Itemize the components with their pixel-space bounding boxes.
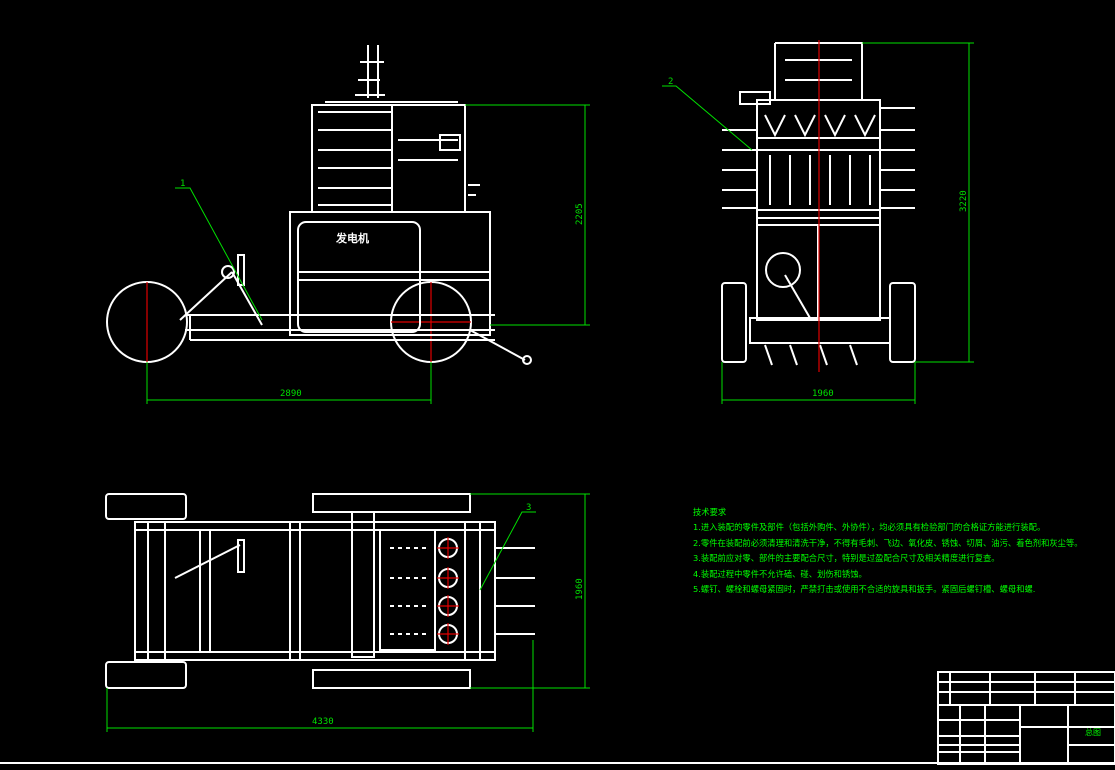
dim-front-width: 1960: [812, 389, 834, 399]
title-block: 总图: [937, 671, 1115, 765]
note-item: 1.进入装配的零件及部件（包括外购件、外协件），均必须具有检验部门的合格证方能进…: [693, 522, 1046, 533]
chassis: [185, 314, 495, 341]
front-view: 1960 3220 2: [662, 40, 974, 404]
right-wheel: [889, 282, 916, 363]
dim-plan-length: 4330: [312, 717, 334, 727]
dim-side-height: 2205: [575, 203, 585, 225]
generator-housing: [289, 211, 491, 336]
notes-title: 技术要求: [693, 507, 727, 517]
seed-discs: [437, 537, 459, 645]
drawing-name: 总图: [1085, 727, 1101, 737]
note-item: 2.零件在装配前必须清理和清洗干净，不得有毛刺、飞边、氧化皮、锈蚀、切屑、油污、…: [693, 537, 1083, 548]
side-view: 发电机 2890 2205 1: [106, 45, 590, 404]
balloon-3: 3: [526, 503, 531, 513]
steering-wheel: [237, 254, 245, 286]
note-item: 4.装配过程中零件不允许磕、碰、划伤和锈蚀。: [693, 568, 867, 579]
left-wheel: [721, 282, 747, 363]
upper-unit: [311, 104, 466, 213]
balloon-1: 1: [180, 179, 185, 189]
technical-requirements: 技术要求 1.进入装配的零件及部件（包括外购件、外协件），均必须具有检验部门的合…: [693, 505, 1083, 597]
note-item: 5.螺钉、螺栓和螺母紧固时，严禁打击或使用不合适的旋具和扳手。紧固后螺钉槽、螺母…: [693, 584, 1036, 595]
dim-front-height: 3220: [959, 190, 969, 212]
note-item: 3.装配前应对零、部件的主要配合尺寸，特别是过盈配合尺寸及相关精度进行复查。: [693, 553, 1000, 564]
dim-plan-width: 1960: [575, 578, 585, 600]
plan-view: 1960 4330 3: [105, 493, 590, 732]
dim-side-length: 2890: [280, 389, 302, 399]
generator-label: 发电机: [335, 231, 369, 245]
balloon-2: 2: [668, 77, 673, 87]
crank-wheel: [765, 252, 801, 288]
